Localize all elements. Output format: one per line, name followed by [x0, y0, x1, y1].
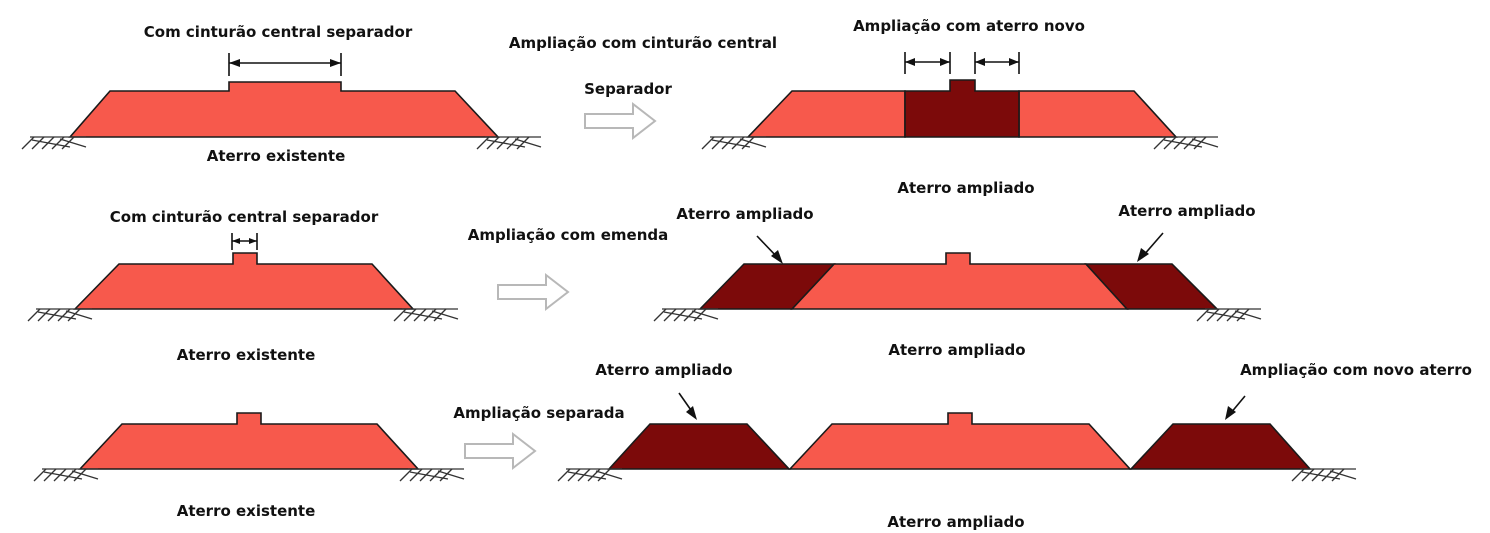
row-2: Com cinturão central separador Aterro ex… [27, 202, 1262, 364]
ground-hatch-icon [393, 308, 459, 322]
result-label-1: Aterro ampliado [897, 179, 1034, 197]
method-label-1: Ampliação com cinturão central [509, 34, 777, 52]
result-label-2: Aterro ampliado [888, 341, 1025, 359]
ground-hatch-icon [476, 136, 542, 150]
transform-arrow-icon [497, 274, 569, 310]
existing-section-1: Com cinturão central separador Aterro ex… [21, 23, 542, 165]
widened-embankment-left-1 [746, 90, 906, 138]
transform-arrow-icon [584, 103, 656, 139]
new-fill-dimension-1 [904, 52, 1020, 74]
new-median-fill-1 [904, 79, 1020, 138]
row-1: Com cinturão central separador Aterro ex… [21, 17, 1219, 197]
right-callout-3: Ampliação com novo aterro [1240, 361, 1472, 379]
sub-label-1: Separador [584, 80, 672, 98]
transform-arrow-icon [464, 433, 536, 469]
ground-hatch-icon [21, 136, 87, 150]
ground-hatch-icon [653, 308, 719, 322]
ground-hatch-icon [1291, 468, 1357, 482]
widened-embankment-left-2 [698, 263, 836, 310]
ground-hatch-icon [27, 308, 93, 322]
existing-section-3: Aterro existente [33, 412, 465, 520]
left-callout-2: Aterro ampliado [676, 205, 813, 223]
existing-core-2 [790, 252, 1129, 310]
existing-title-1: Com cinturão central separador [144, 23, 413, 41]
ground-hatch-icon [1196, 308, 1262, 322]
existing-embankment-3 [78, 412, 420, 470]
existing-embankment-2 [73, 252, 415, 310]
ground-hatch-icon [701, 136, 767, 150]
widened-section-1: Ampliação com aterro novo Aterro ampliad… [701, 17, 1219, 197]
existing-label-3: Aterro existente [177, 502, 316, 520]
existing-label-1: Aterro existente [207, 147, 346, 165]
existing-core-3 [788, 412, 1132, 470]
left-callout-3: Aterro ampliado [595, 361, 732, 379]
row-3: Aterro existente Ampliação separada Ater… [33, 361, 1472, 531]
right-callout-2: Aterro ampliado [1118, 202, 1255, 220]
result-label-3: Aterro ampliado [887, 513, 1024, 531]
widened-embankment-right-1 [1018, 90, 1178, 138]
ground-hatch-icon [557, 468, 623, 482]
new-embankment-right-3 [1129, 423, 1312, 470]
widening-title-1: Ampliação com aterro novo [853, 17, 1085, 35]
method-label-2: Ampliação com emenda [468, 226, 669, 244]
existing-embankment-1 [68, 81, 500, 138]
widened-section-2: Aterro ampliado Aterro ampliado Aterro a… [653, 202, 1262, 359]
method-label-3: Ampliação separada [453, 404, 624, 422]
existing-title-2: Com cinturão central separador [110, 208, 379, 226]
median-width-dimension-1 [228, 53, 342, 76]
ground-hatch-icon [399, 468, 465, 482]
ground-hatch-icon [1153, 136, 1219, 150]
median-width-dimension-2 [231, 233, 258, 250]
ground-hatch-icon [33, 468, 99, 482]
existing-section-2: Com cinturão central separador Aterro ex… [27, 208, 459, 364]
widened-section-3: Aterro ampliado Ampliação com novo aterr… [557, 361, 1472, 531]
existing-label-2: Aterro existente [177, 346, 316, 364]
new-embankment-left-3 [607, 423, 791, 470]
